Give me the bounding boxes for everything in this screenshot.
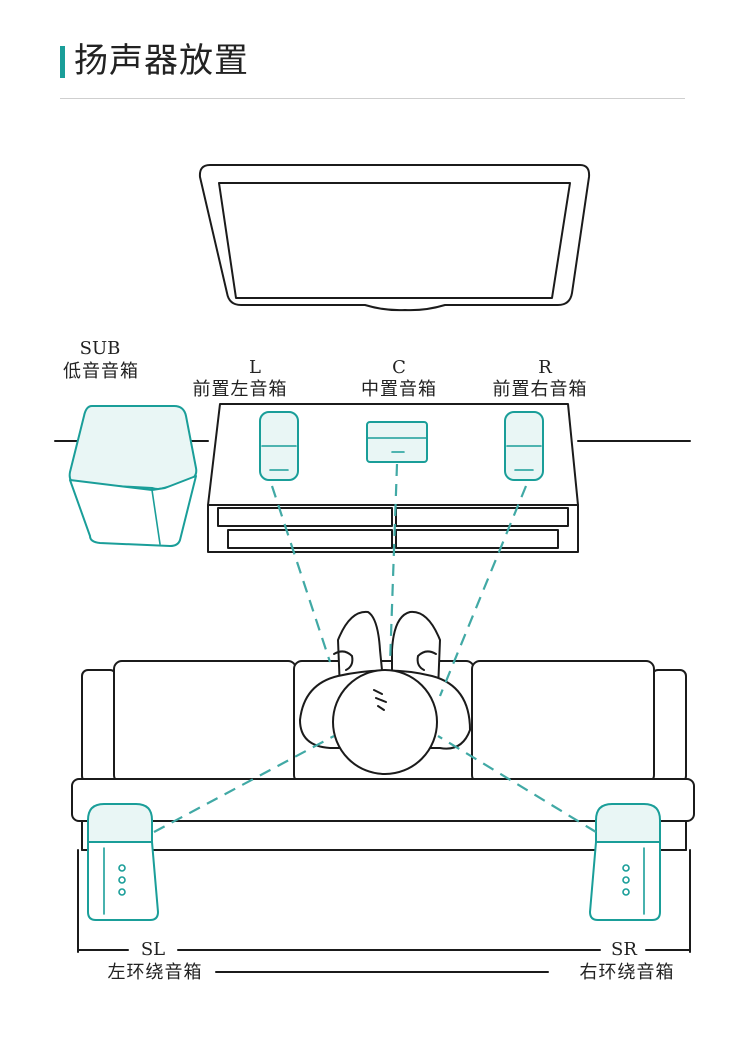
sub-name-label: 低音音箱 [58,361,144,383]
surround-left-code-label: SL [132,939,174,961]
header-divider [60,98,685,99]
center-name-label: 中置音箱 [355,379,443,401]
surround-right-code-label: SR [604,939,644,961]
front-left-code-label: L [240,357,270,379]
surround-bracket [77,849,691,973]
title-accent-bar [60,46,65,78]
listening-guide-lines [153,463,597,833]
center-speaker [366,421,428,463]
surround-left-speaker [87,803,159,921]
front-left-name-label: 前置左音箱 [186,379,294,401]
page-title: 扬声器放置 [74,41,249,81]
surround-right-speaker [589,803,661,921]
center-code-label: C [384,357,414,379]
section-header: 扬声器放置 [60,38,685,100]
front-right-code-label: R [530,357,560,379]
subwoofer [68,405,198,547]
listener [299,610,471,775]
front-right-name-label: 前置右音箱 [486,379,594,401]
surround-left-name-label: 左环绕音箱 [100,962,210,984]
sub-code-label: SUB [70,338,130,360]
surround-right-name-label: 右环绕音箱 [572,962,682,984]
front-right-speaker [504,411,544,481]
front-left-speaker [259,411,299,481]
television [198,164,591,312]
